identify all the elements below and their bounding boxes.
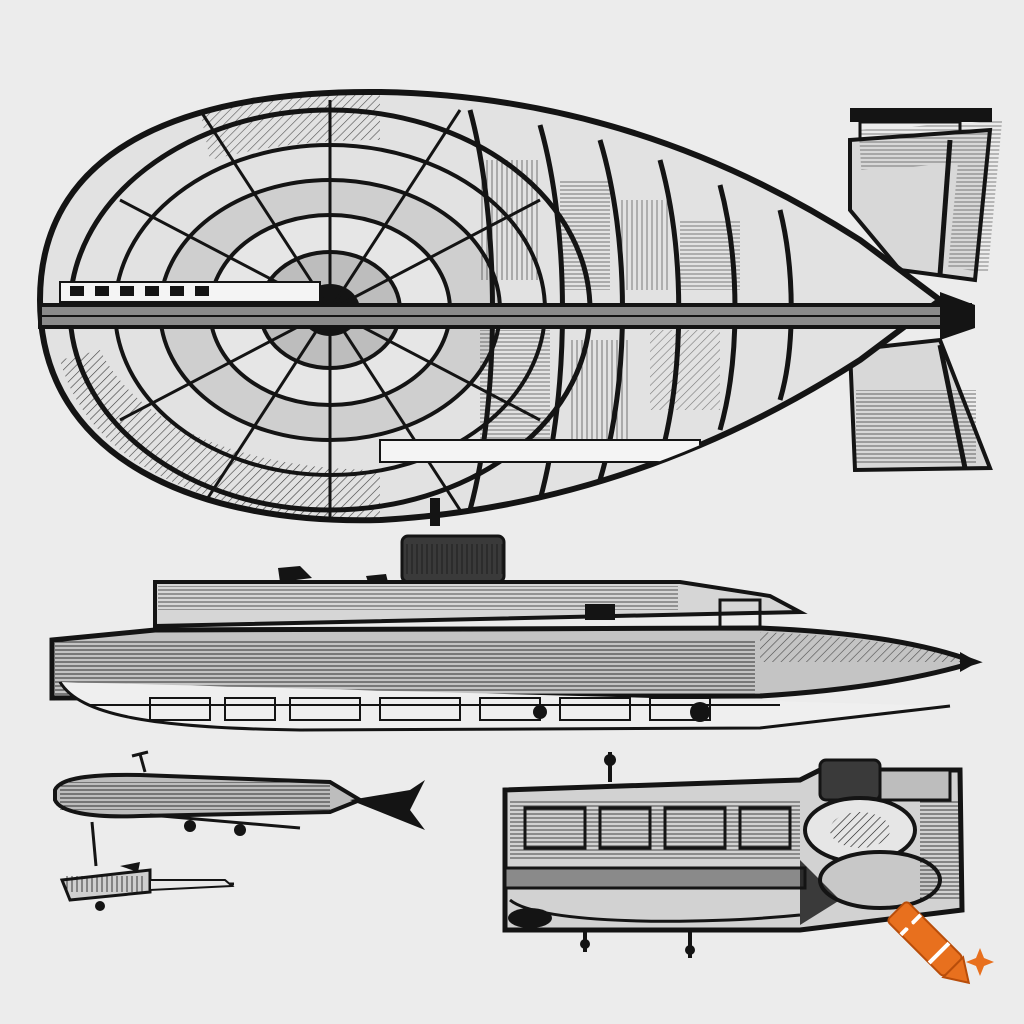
airship-cutaway: [36, 88, 1003, 526]
submarine-side-view: [49, 534, 983, 732]
engine-module: [502, 752, 965, 958]
sparkle-icon: [902, 918, 994, 976]
torpedo-craft: [53, 750, 425, 836]
airship-gondola-strut: [430, 498, 440, 526]
small-skiff: [59, 821, 235, 911]
engine-machinery: [800, 758, 960, 925]
airship-tail-lower: [847, 337, 993, 473]
airship-tail-upper: [848, 108, 1003, 283]
airship-interior: [59, 94, 794, 520]
